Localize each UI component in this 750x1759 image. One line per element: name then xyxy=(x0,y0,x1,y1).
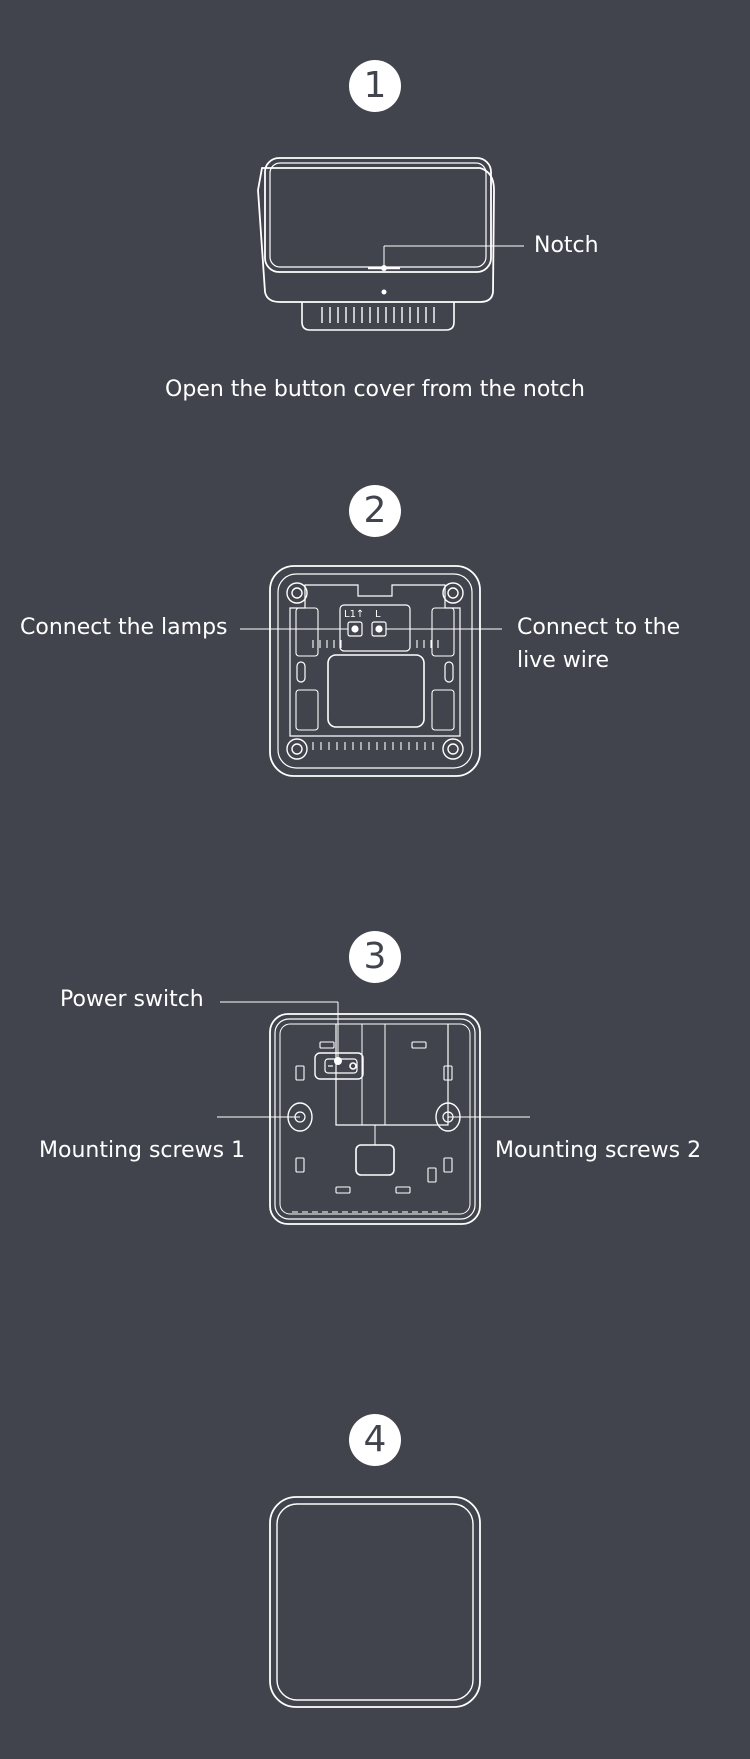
step-3-backplate-illustration xyxy=(217,1001,530,1225)
step-1-caption: Open the button cover from the notch xyxy=(165,377,585,402)
connect-lamps-label: Connect the lamps xyxy=(20,615,228,640)
step-2-badge: 2 xyxy=(349,485,401,537)
mounting-screws-2-label: Mounting screws 2 xyxy=(495,1138,702,1163)
step-3-badge: 3 xyxy=(349,931,401,983)
terminal-l-label: L xyxy=(375,609,381,620)
step-4-cover-illustration xyxy=(269,1496,481,1708)
power-switch-label: Power switch xyxy=(60,987,204,1012)
connect-live-wire-label-line2: live wire xyxy=(517,648,609,673)
notch-label: Notch xyxy=(534,233,599,258)
terminal-l1-label: L1↑ xyxy=(344,609,364,620)
step-4-badge: 4 xyxy=(349,1414,401,1466)
step-2-terminal-illustration xyxy=(240,565,502,777)
mounting-screws-1-label: Mounting screws 1 xyxy=(39,1138,246,1163)
connect-live-wire-label-line1: Connect to the xyxy=(517,615,681,640)
step-1-badge: 1 xyxy=(349,60,401,112)
step-1-device-illustration xyxy=(257,157,524,331)
